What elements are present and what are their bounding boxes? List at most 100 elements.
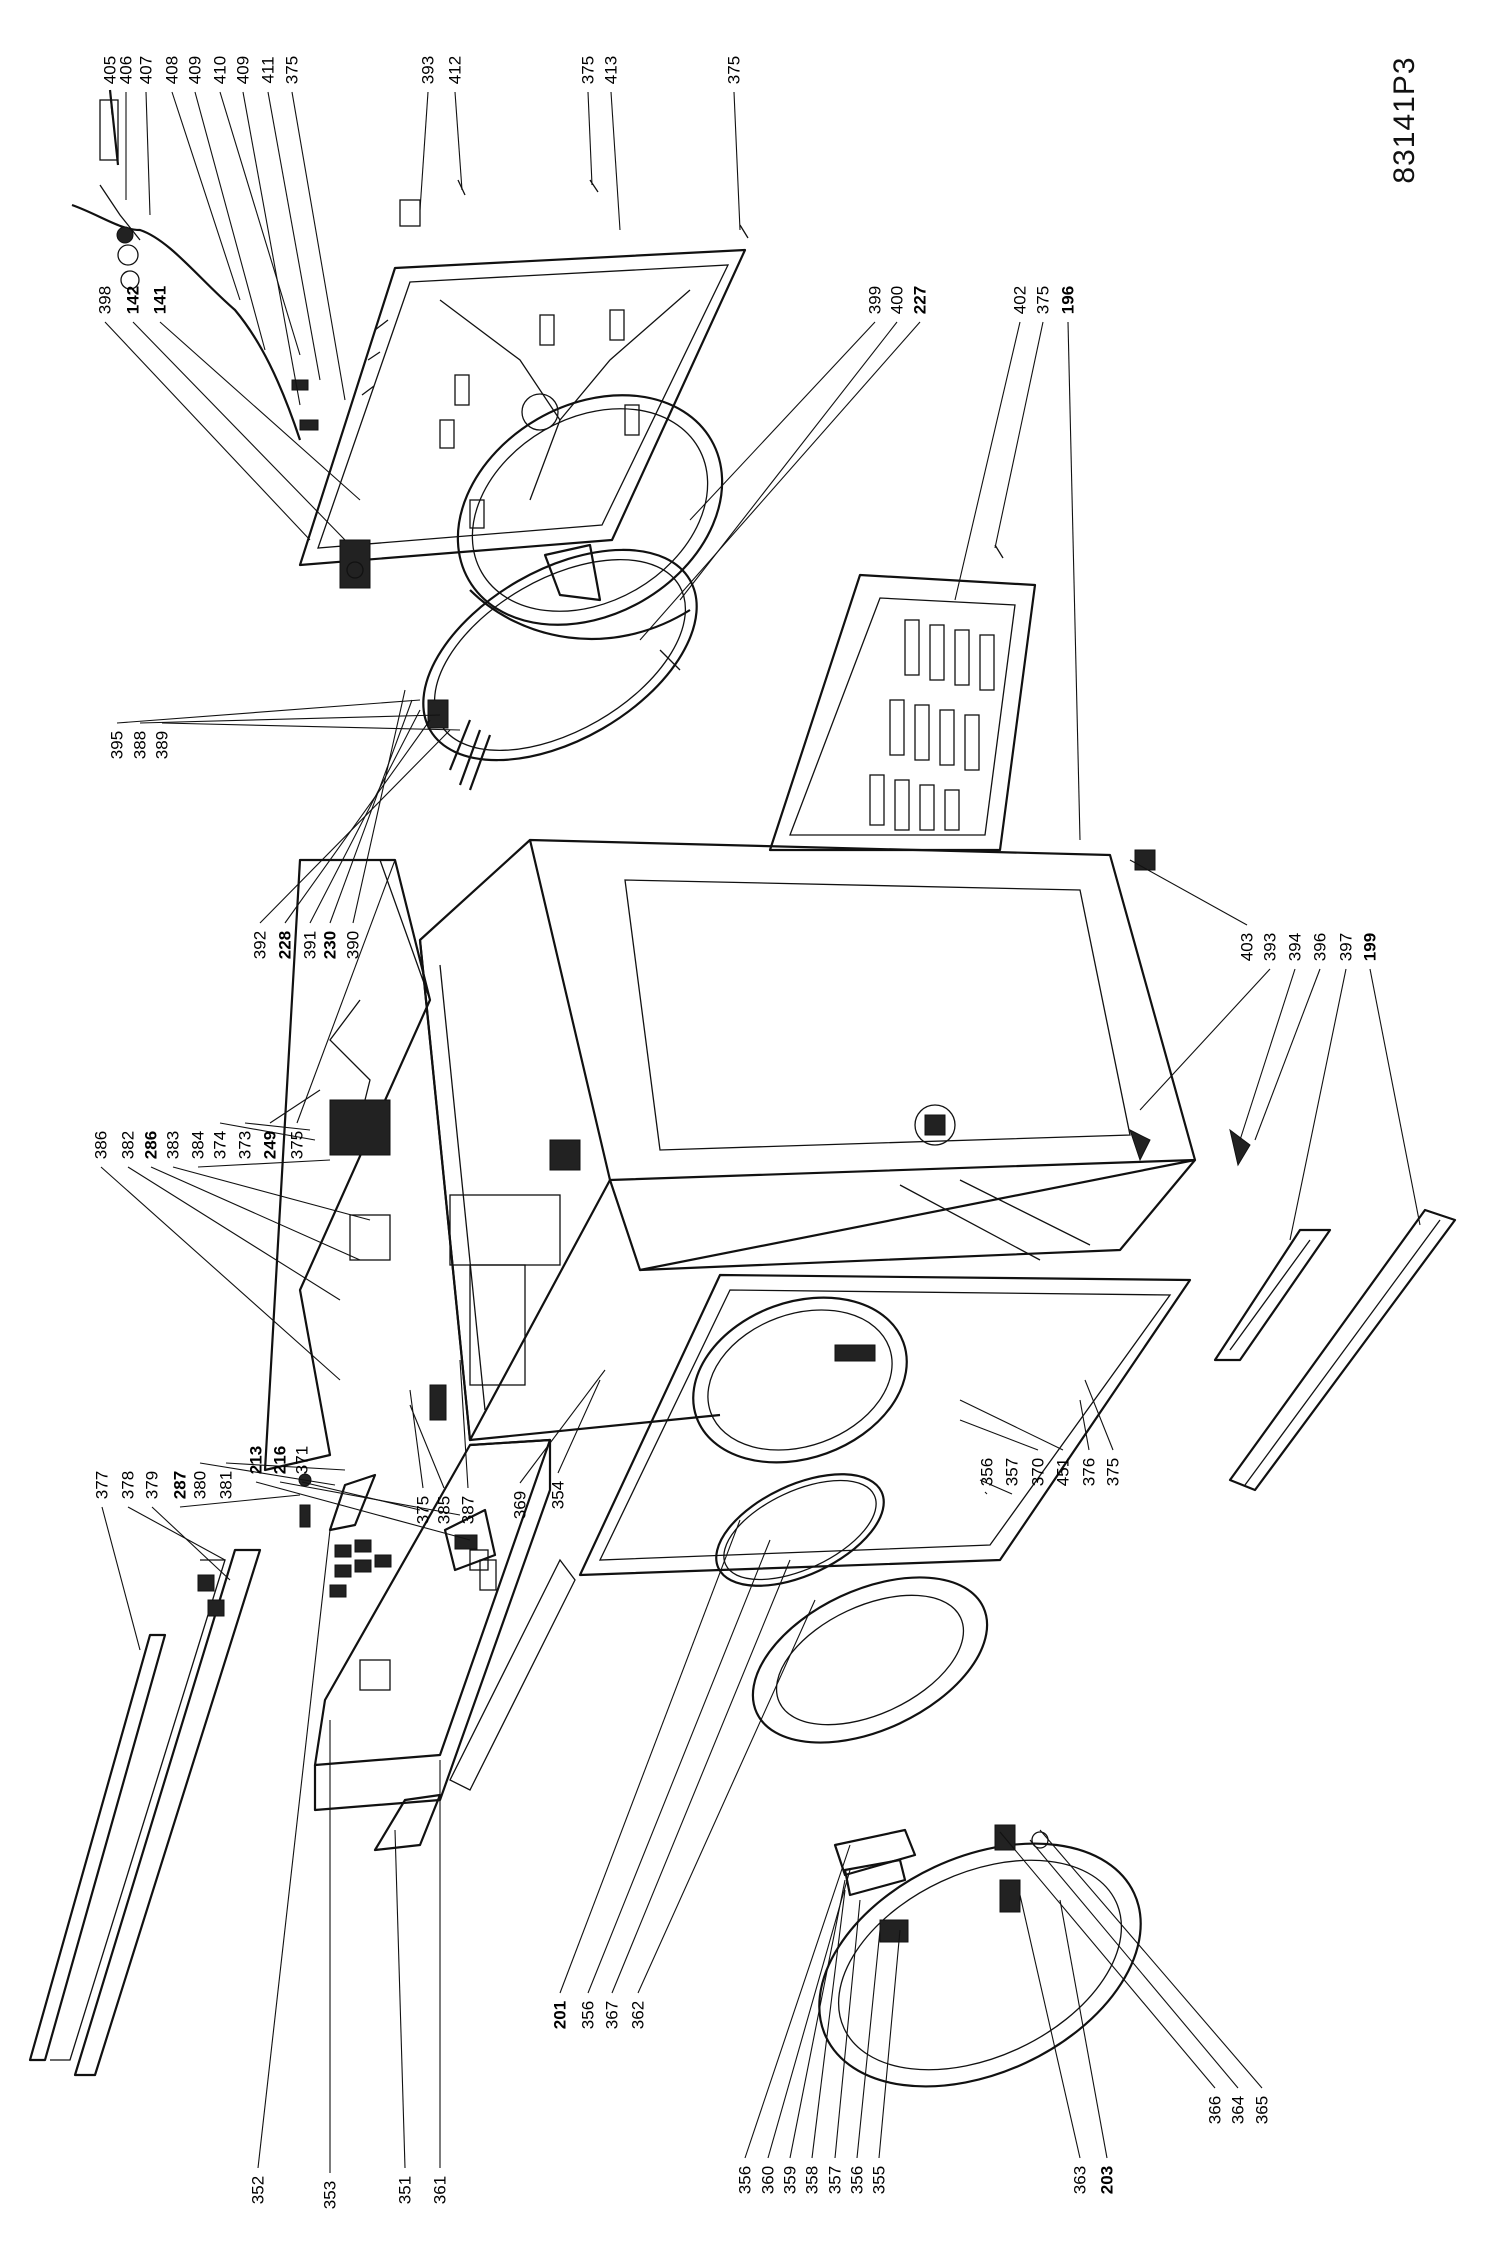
callout-label: 407: [136, 55, 156, 85]
leader-line: [296, 859, 396, 1124]
callout-label: 227: [910, 285, 930, 315]
callout-label: 356: [977, 1457, 997, 1487]
callout-label: 370: [1028, 1457, 1048, 1487]
leader-line: [352, 689, 406, 924]
leader-line: [409, 1404, 445, 1489]
callout-label: 412: [445, 55, 465, 85]
leader-line: [954, 321, 1021, 601]
callout-label: 395: [107, 730, 127, 760]
leader-line: [409, 1389, 424, 1489]
callout-label: 411: [258, 56, 278, 84]
callout-label: 387: [458, 1495, 478, 1525]
front-panel: [578, 1273, 1192, 1577]
leader-line: [1254, 968, 1321, 1141]
callout-label: 383: [163, 1130, 183, 1160]
callout-label: 216: [270, 1445, 290, 1475]
callout-label: 385: [434, 1495, 454, 1525]
leader-line: [1129, 859, 1248, 926]
leader-line: [878, 1929, 901, 2159]
callout-label: 409: [185, 55, 205, 85]
leader-line: [269, 1089, 321, 1124]
callout-label: 409: [233, 55, 253, 85]
cable-assembly: [71, 89, 371, 589]
leader-line: [454, 91, 463, 191]
callout-label: 358: [802, 2165, 822, 2195]
callout-label: 374: [210, 1130, 230, 1160]
callout-label: 389: [152, 730, 172, 760]
leader-line: [744, 1844, 851, 2159]
leader-line: [557, 1379, 601, 1474]
leader-line: [811, 1889, 846, 2159]
leader-line: [1019, 1894, 1081, 2159]
callout-label: 366: [1205, 2095, 1225, 2125]
callout-label: 375: [578, 55, 598, 85]
callout-label: 375: [1033, 285, 1053, 315]
callout-label: 390: [343, 930, 363, 960]
callout-label: 406: [116, 55, 136, 85]
callout-label: 361: [430, 2175, 450, 2205]
callout-label: 287: [170, 1470, 190, 1500]
leader-line: [101, 1506, 141, 1651]
leader-line: [194, 91, 266, 351]
leader-line: [132, 321, 346, 541]
leader-line: [291, 91, 346, 401]
callout-label: 384: [188, 1130, 208, 1160]
callout-label: 375: [413, 1495, 433, 1525]
callout-label: 353: [320, 2180, 340, 2210]
leader-line: [999, 1831, 1216, 2089]
leader-line: [994, 321, 1044, 549]
leader-line: [219, 91, 301, 356]
callout-label: 396: [1310, 932, 1330, 962]
leader-line: [1139, 968, 1271, 1111]
leader-line: [139, 714, 441, 724]
callout-label: 398: [95, 285, 115, 315]
leader-line: [329, 699, 413, 924]
trim-strips: [28, 1548, 262, 2077]
top-cover: [263, 858, 447, 1472]
callout-label: 196: [1058, 285, 1078, 315]
leader-line: [1059, 1899, 1108, 2159]
callout-label: 394: [1285, 932, 1305, 962]
leader-line: [1084, 1379, 1114, 1451]
callout-label: 377: [92, 1470, 112, 1500]
leader-line: [1079, 1399, 1090, 1451]
leader-line: [1369, 968, 1421, 1226]
leader-line: [171, 91, 241, 301]
leader-line: [959, 1399, 1064, 1451]
leader-line: [127, 1166, 341, 1301]
callout-label: 356: [578, 2000, 598, 2030]
leader-line: [109, 91, 113, 116]
leader-line: [1029, 1839, 1239, 2089]
callout-label: 381: [216, 1470, 236, 1500]
leader-line: [159, 321, 361, 501]
lock-assembly: [443, 1508, 497, 1572]
callout-label: 228: [275, 930, 295, 960]
leader-line: [689, 321, 876, 521]
callout-label: 391: [300, 930, 320, 960]
callout-label: 399: [865, 285, 885, 315]
callout-label: 230: [320, 930, 340, 960]
leader-line: [559, 1519, 741, 1994]
callout-label: 378: [118, 1470, 138, 1500]
leader-line: [259, 729, 451, 924]
leader-line: [979, 1479, 1013, 1495]
leader-line: [257, 1529, 331, 2169]
callout-label: 364: [1228, 2095, 1248, 2125]
callout-label: 375: [1103, 1457, 1123, 1487]
callout-label: 392: [250, 930, 270, 960]
leader-line: [637, 1599, 816, 1994]
callout-label: 410: [210, 55, 230, 85]
callout-label: 451: [1053, 1457, 1073, 1487]
leader-line: [255, 1481, 471, 1541]
callout-label: 388: [130, 730, 150, 760]
callout-label: 393: [418, 55, 438, 85]
callout-label: 354: [548, 1480, 568, 1510]
leader-line: [172, 1166, 371, 1221]
callout-label: 369: [510, 1490, 530, 1520]
callout-label: 249: [260, 1130, 280, 1160]
side-panel: [768, 573, 1037, 852]
callout-label: 351: [395, 2175, 415, 2205]
leader-lines: [100, 91, 1421, 2173]
leader-line: [225, 1462, 346, 1471]
callout-label: 382: [118, 1130, 138, 1160]
